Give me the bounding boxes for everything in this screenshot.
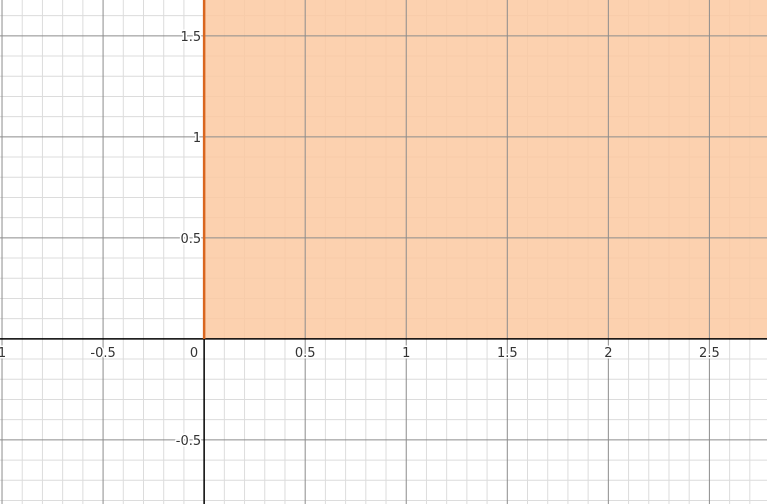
x-tick-label: -0.5 <box>90 346 115 361</box>
x-tick-labels: 1 -0.5 0 0.5 1 1.5 2 2.5 <box>0 344 721 362</box>
x-tick-label: 2 <box>604 346 612 361</box>
y-tick-label: 1.5 <box>180 30 201 45</box>
shaded-region[interactable] <box>204 0 767 339</box>
x-tick-label: 1 <box>0 346 6 361</box>
y-tick-label: 0.5 <box>180 232 201 247</box>
x-tick-label: 2.5 <box>699 346 720 361</box>
y-tick-label: -0.5 <box>176 434 201 449</box>
x-tick-label: 1.5 <box>497 346 518 361</box>
y-tick-labels: -0.5 0.5 1 1.5 <box>174 28 202 450</box>
x-tick-label: 0.5 <box>295 346 316 361</box>
x-tick-label: 0 <box>190 346 198 361</box>
x-tick-label: 1 <box>402 346 410 361</box>
shaded-region-layer <box>204 0 767 339</box>
y-tick-label: 1 <box>193 131 201 146</box>
